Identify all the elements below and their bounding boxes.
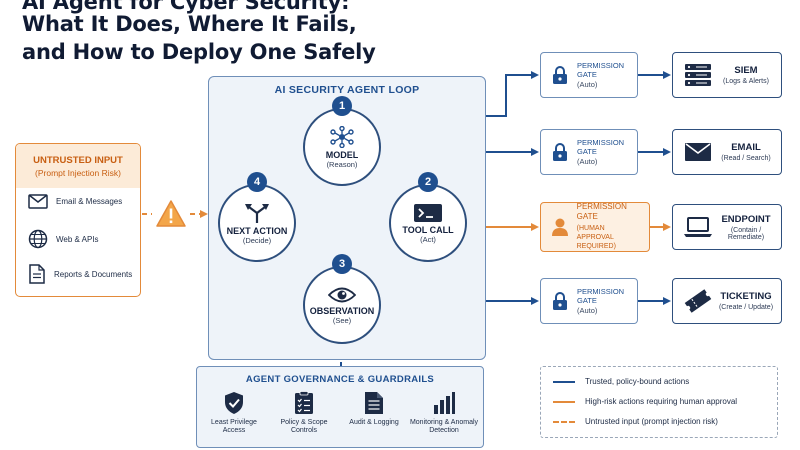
- legend-swatch-dashed-orange: [553, 420, 575, 423]
- governance-item-label: Least Privilege Access: [211, 419, 257, 435]
- destination-subtitle: (Contain / Remediate): [727, 226, 765, 241]
- step-number-badge: 3: [332, 254, 352, 274]
- terminal-icon: [414, 203, 442, 222]
- node-label: NEXT ACTION: [226, 225, 288, 236]
- page-title-line-3: and How to Deploy One Safely: [22, 40, 376, 64]
- split-arrows-icon: [245, 203, 269, 223]
- untrusted-item-label: Reports & Documents: [54, 269, 133, 279]
- gate-label-2: GATE: [577, 296, 597, 306]
- permission-gate-ticketing: PERMISSION GATE (Auto): [540, 278, 638, 324]
- step-number-badge: 2: [418, 172, 438, 192]
- envelope-icon: [28, 194, 48, 209]
- lock-icon: [553, 292, 567, 310]
- gate-label: PERMISSION: [577, 60, 625, 70]
- ticket-icon: [684, 289, 712, 313]
- lock-icon: [553, 143, 567, 161]
- loop-node-model: 1 MODEL (Reason): [303, 96, 381, 186]
- governance-panel: AGENT GOVERNANCE & GUARDRAILS Least Priv…: [196, 366, 484, 448]
- untrusted-input-panel: UNTRUSTED INPUT (Prompt Injection Risk) …: [15, 143, 141, 297]
- node-label: MODEL: [325, 149, 359, 160]
- untrusted-item-label: Email & Messages: [56, 197, 123, 206]
- gate-label: PERMISSION GATE: [576, 202, 627, 222]
- legend-item-untrusted: Untrusted input (prompt injection risk): [553, 417, 718, 426]
- gate-label: PERMISSION: [577, 286, 625, 296]
- laptop-icon: [684, 217, 712, 237]
- agent-loop-title: AI SECURITY AGENT LOOP: [274, 84, 420, 96]
- step-number-badge: 1: [332, 96, 352, 116]
- untrusted-input-subtitle: (Prompt Injection Risk): [35, 167, 121, 178]
- gate-mode: (Auto): [577, 156, 598, 166]
- warning-triangle-icon: [155, 199, 187, 233]
- destination-endpoint: ENDPOINT (Contain / Remediate): [672, 204, 782, 250]
- destination-title: EMAIL: [731, 142, 761, 153]
- gate-1-connector: [486, 71, 539, 117]
- gate-mode: (Auto): [577, 79, 598, 89]
- node-sublabel: (Reason): [326, 159, 358, 169]
- step-number-badge: 4: [247, 172, 267, 192]
- destination-subtitle: (Read / Search): [721, 155, 771, 162]
- destination-title: SIEM: [734, 65, 758, 76]
- node-sublabel: (Decide): [242, 235, 272, 245]
- untrusted-input-title: UNTRUSTED INPUT: [33, 154, 123, 166]
- permission-gate-endpoint: PERMISSION GATE (HUMAN APPROVAL REQUIRED…: [540, 202, 650, 252]
- untrusted-item-label: Web & APIs: [56, 234, 99, 244]
- globe-icon: [28, 229, 48, 249]
- node-label: TOOL CALL: [402, 224, 454, 235]
- node-label: OBSERVATION: [309, 305, 375, 316]
- loop-node-tool-call: 2 TOOL CALL (Act): [389, 172, 467, 262]
- envelope-icon: [685, 143, 711, 161]
- lock-icon: [553, 66, 567, 84]
- legend-label: High-risk actions requiring human approv…: [585, 397, 738, 406]
- checklist-icon: [295, 391, 313, 414]
- gate-label-2: GATE: [577, 147, 597, 157]
- permission-gate-siem: PERMISSION GATE (Auto): [540, 52, 638, 98]
- eye-icon: [328, 287, 356, 302]
- governance-item-policy: Policy & Scope Controls: [269, 391, 339, 436]
- loop-node-next-action: 4 NEXT ACTION (Decide): [218, 172, 296, 262]
- page-title-line-1: AI Agent for Cyber Security:: [22, 0, 350, 14]
- destination-email: EMAIL (Read / Search): [672, 129, 782, 175]
- governance-item-monitoring: Monitoring & Anomaly Detection: [409, 391, 479, 436]
- destination-subtitle: (Logs & Alerts): [723, 78, 769, 85]
- network-icon: [330, 125, 354, 148]
- legend-swatch-solid-navy: [553, 380, 575, 383]
- gate-label: PERMISSION: [577, 137, 625, 147]
- destination-subtitle: (Create / Update): [718, 304, 774, 311]
- gate-label-2: GATE: [577, 70, 597, 80]
- person-icon: [551, 218, 568, 236]
- shield-check-icon: [225, 392, 243, 414]
- untrusted-input-header: UNTRUSTED INPUT (Prompt Injection Risk): [16, 144, 140, 188]
- governance-title: AGENT GOVERNANCE & GUARDRAILS: [245, 374, 435, 385]
- log-document-icon: [365, 392, 383, 414]
- page-title-line-2: What It Does, Where It Fails,: [22, 12, 357, 36]
- destination-title: ENDPOINT: [721, 213, 771, 225]
- governance-item-label: Audit & Logging: [349, 419, 399, 426]
- document-icon: [29, 264, 45, 284]
- legend: Trusted, policy-bound actions High-risk …: [540, 366, 778, 438]
- legend-item-trusted: Trusted, policy-bound actions: [553, 377, 689, 386]
- governance-item-label: Monitoring & Anomaly Detection: [409, 419, 479, 435]
- destination-title: TICKETING: [720, 291, 772, 302]
- gate-mode: (Auto): [577, 305, 598, 315]
- legend-item-high-risk: High-risk actions requiring human approv…: [553, 397, 737, 406]
- server-icon: [685, 64, 711, 86]
- destination-ticketing: TICKETING (Create / Update): [672, 278, 782, 324]
- untrusted-item-reports: Reports & Documents: [28, 264, 132, 284]
- untrusted-item-email: Email & Messages: [28, 194, 122, 209]
- governance-item-label: Policy & Scope Controls: [280, 419, 328, 435]
- legend-label: Untrusted input (prompt injection risk): [585, 417, 718, 426]
- gate-mode: (HUMAN APPROVAL REQUIRED): [576, 225, 616, 250]
- destination-siem: SIEM (Logs & Alerts): [672, 52, 782, 98]
- bar-chart-icon: [434, 392, 455, 414]
- legend-label: Trusted, policy-bound actions: [585, 377, 690, 386]
- permission-gate-email: PERMISSION GATE (Auto): [540, 129, 638, 175]
- untrusted-item-web: Web & APIs: [28, 229, 99, 249]
- governance-item-audit: Audit & Logging: [339, 391, 409, 427]
- governance-item-least-privilege: Least Privilege Access: [199, 391, 269, 436]
- loop-node-observation: 3 OBSERVATION (See): [303, 254, 381, 344]
- node-sublabel: (Act): [420, 234, 436, 244]
- legend-swatch-solid-orange: [553, 400, 575, 403]
- node-sublabel: (See): [332, 315, 352, 325]
